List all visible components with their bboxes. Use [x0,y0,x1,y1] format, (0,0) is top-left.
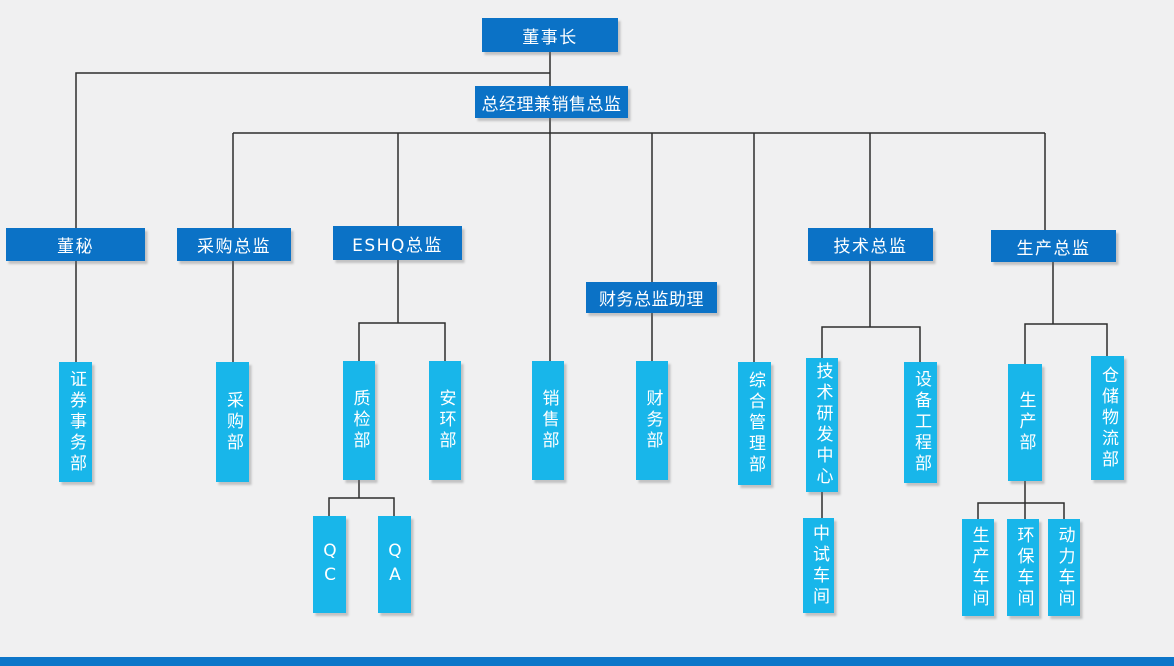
org-node-qc[interactable]: QC [313,516,346,613]
node-label: 动力车间 [1054,525,1075,610]
node-label: 质检部 [349,389,370,452]
org-node-equipment-engineering-dept[interactable]: 设备工程部 [904,362,937,483]
footer-accent-bar [0,657,1174,666]
node-label: 技术研发中心 [812,362,833,488]
org-node-sales-dept[interactable]: 销售部 [532,361,564,480]
org-node-finance-director-assistant[interactable]: 财务总监助理 [586,282,717,313]
org-node-power-workshop[interactable]: 动力车间 [1048,519,1080,616]
node-label: 仓储物流部 [1098,365,1118,471]
org-node-production-director[interactable]: 生产总监 [991,230,1116,262]
org-node-procurement-director[interactable]: 采购总监 [177,228,291,261]
node-label: 中试车间 [809,523,829,608]
org-node-finance-dept[interactable]: 财务部 [636,361,668,480]
org-node-procurement-dept[interactable]: 采购部 [216,362,249,482]
org-node-securities-affairs-dept[interactable]: 证券事务部 [59,362,92,482]
node-label: 安环部 [435,389,456,452]
org-node-board-secretary[interactable]: 董秘 [6,228,145,261]
node-label: 证券事务部 [66,369,86,475]
node-label: 生产部 [1015,391,1036,454]
org-node-tech-rd-center[interactable]: 技术研发中心 [806,358,838,492]
node-label: 销售部 [538,389,559,452]
org-node-safety-environment-dept[interactable]: 安环部 [429,361,461,480]
node-label: 财务部 [642,389,663,452]
org-node-chairman[interactable]: 董事长 [482,18,618,52]
org-node-warehouse-logistics-dept[interactable]: 仓储物流部 [1091,356,1124,480]
node-label: 采购部 [223,390,243,454]
org-node-production-workshop[interactable]: 生产车间 [962,519,994,616]
node-label: 设备工程部 [911,370,931,475]
org-node-qa[interactable]: QA [378,516,411,613]
node-label: 生产车间 [968,525,989,610]
org-node-gm-sales-director[interactable]: 总经理兼销售总监 [475,86,628,118]
node-label: 环保车间 [1013,525,1034,610]
node-label: 综合管理部 [745,371,765,476]
org-node-eshq-director[interactable]: ESHQ总监 [333,226,462,260]
org-node-tech-director[interactable]: 技术总监 [808,228,933,261]
org-node-quality-inspection-dept[interactable]: 质检部 [343,361,375,480]
org-node-pilot-workshop[interactable]: 中试车间 [803,518,834,613]
org-node-environmental-workshop[interactable]: 环保车间 [1007,519,1039,616]
node-label: QA [385,540,405,589]
node-label: QC [320,540,340,589]
org-node-general-management-dept[interactable]: 综合管理部 [738,362,771,485]
org-node-production-dept[interactable]: 生产部 [1008,364,1042,481]
